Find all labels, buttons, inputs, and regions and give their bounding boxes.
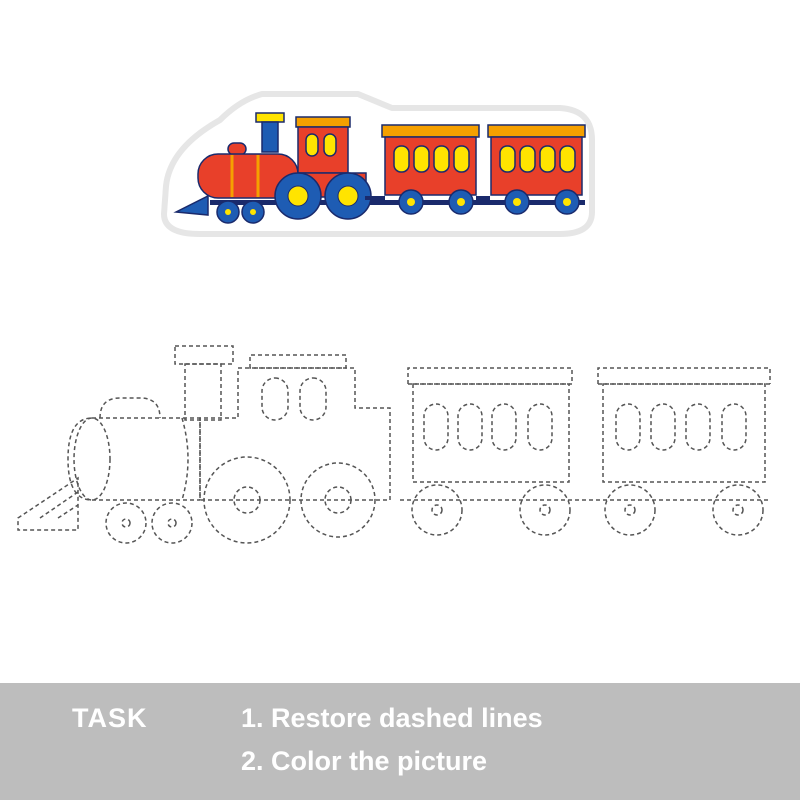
- trace-locomotive: [17, 345, 391, 544]
- passenger-car: [487, 124, 586, 215]
- trace-loco-wheel-small: [105, 502, 147, 544]
- car-window: [559, 145, 576, 173]
- car-window: [519, 145, 536, 173]
- colored-train-sticker: [161, 91, 595, 237]
- trace-passenger-car: [597, 367, 771, 536]
- car-wheel: [554, 189, 580, 215]
- trace-cowcatcher: [17, 476, 79, 531]
- trace-loco-wheel-large: [233, 486, 261, 514]
- cowcatcher: [173, 194, 209, 216]
- loco-wheel-small: [216, 200, 240, 224]
- task-bar: TASK 1. Restore dashed lines 2. Color th…: [0, 683, 800, 800]
- task-step-restore: 1. Restore dashed lines: [241, 703, 543, 733]
- car-wheel: [398, 189, 424, 215]
- cab-roof: [295, 116, 351, 128]
- car-wheel: [448, 189, 474, 215]
- car-window: [539, 145, 556, 173]
- trace-chimney-cap: [174, 345, 234, 365]
- cab-window: [305, 133, 319, 157]
- loco-wheel-large: [324, 172, 372, 220]
- loco-wheel-small: [241, 200, 265, 224]
- trace-cab-window: [299, 377, 327, 421]
- coupler: [365, 196, 385, 200]
- trace-cab: [199, 367, 391, 501]
- trace-boiler-front: [73, 417, 111, 501]
- trace-cowcatcher-bar: [39, 491, 79, 519]
- cab-window: [323, 133, 337, 157]
- car-window: [413, 145, 430, 173]
- trace-loco-wheel-large: [324, 486, 352, 514]
- chimney-cap: [255, 112, 285, 123]
- trace-boiler-band: [181, 417, 189, 501]
- illustration-area: [17, 91, 771, 544]
- trace-loco-wheel-small: [151, 502, 193, 544]
- rail-line: [210, 200, 585, 205]
- chimney: [261, 121, 279, 153]
- task-label: TASK: [72, 703, 148, 733]
- trace-cowcatcher-bar: [57, 504, 79, 519]
- car-window: [499, 145, 516, 173]
- trace-loco-wheel-large: [203, 456, 291, 544]
- trace-loco-wheel-small: [167, 518, 177, 528]
- dashed-tracing-train: [17, 345, 771, 544]
- locomotive: [173, 112, 372, 224]
- car-wheel: [504, 189, 530, 215]
- car-window: [433, 145, 450, 173]
- car-window: [453, 145, 470, 173]
- dome: [227, 142, 247, 156]
- trace-boiler: [67, 417, 201, 501]
- trace-cab-window: [261, 377, 289, 421]
- passenger-car: [381, 124, 480, 215]
- coupler: [476, 196, 490, 200]
- trace-dome: [99, 397, 161, 419]
- trace-loco-wheel-small: [121, 518, 131, 528]
- task-step-color: 2. Color the picture: [241, 746, 488, 776]
- trace-cab-roof: [249, 354, 347, 369]
- trace-loco-wheel-large: [300, 462, 376, 538]
- trace-chimney: [184, 363, 222, 421]
- trace-passenger-car: [407, 367, 573, 536]
- car-window: [393, 145, 410, 173]
- loco-wheel-large: [274, 172, 322, 220]
